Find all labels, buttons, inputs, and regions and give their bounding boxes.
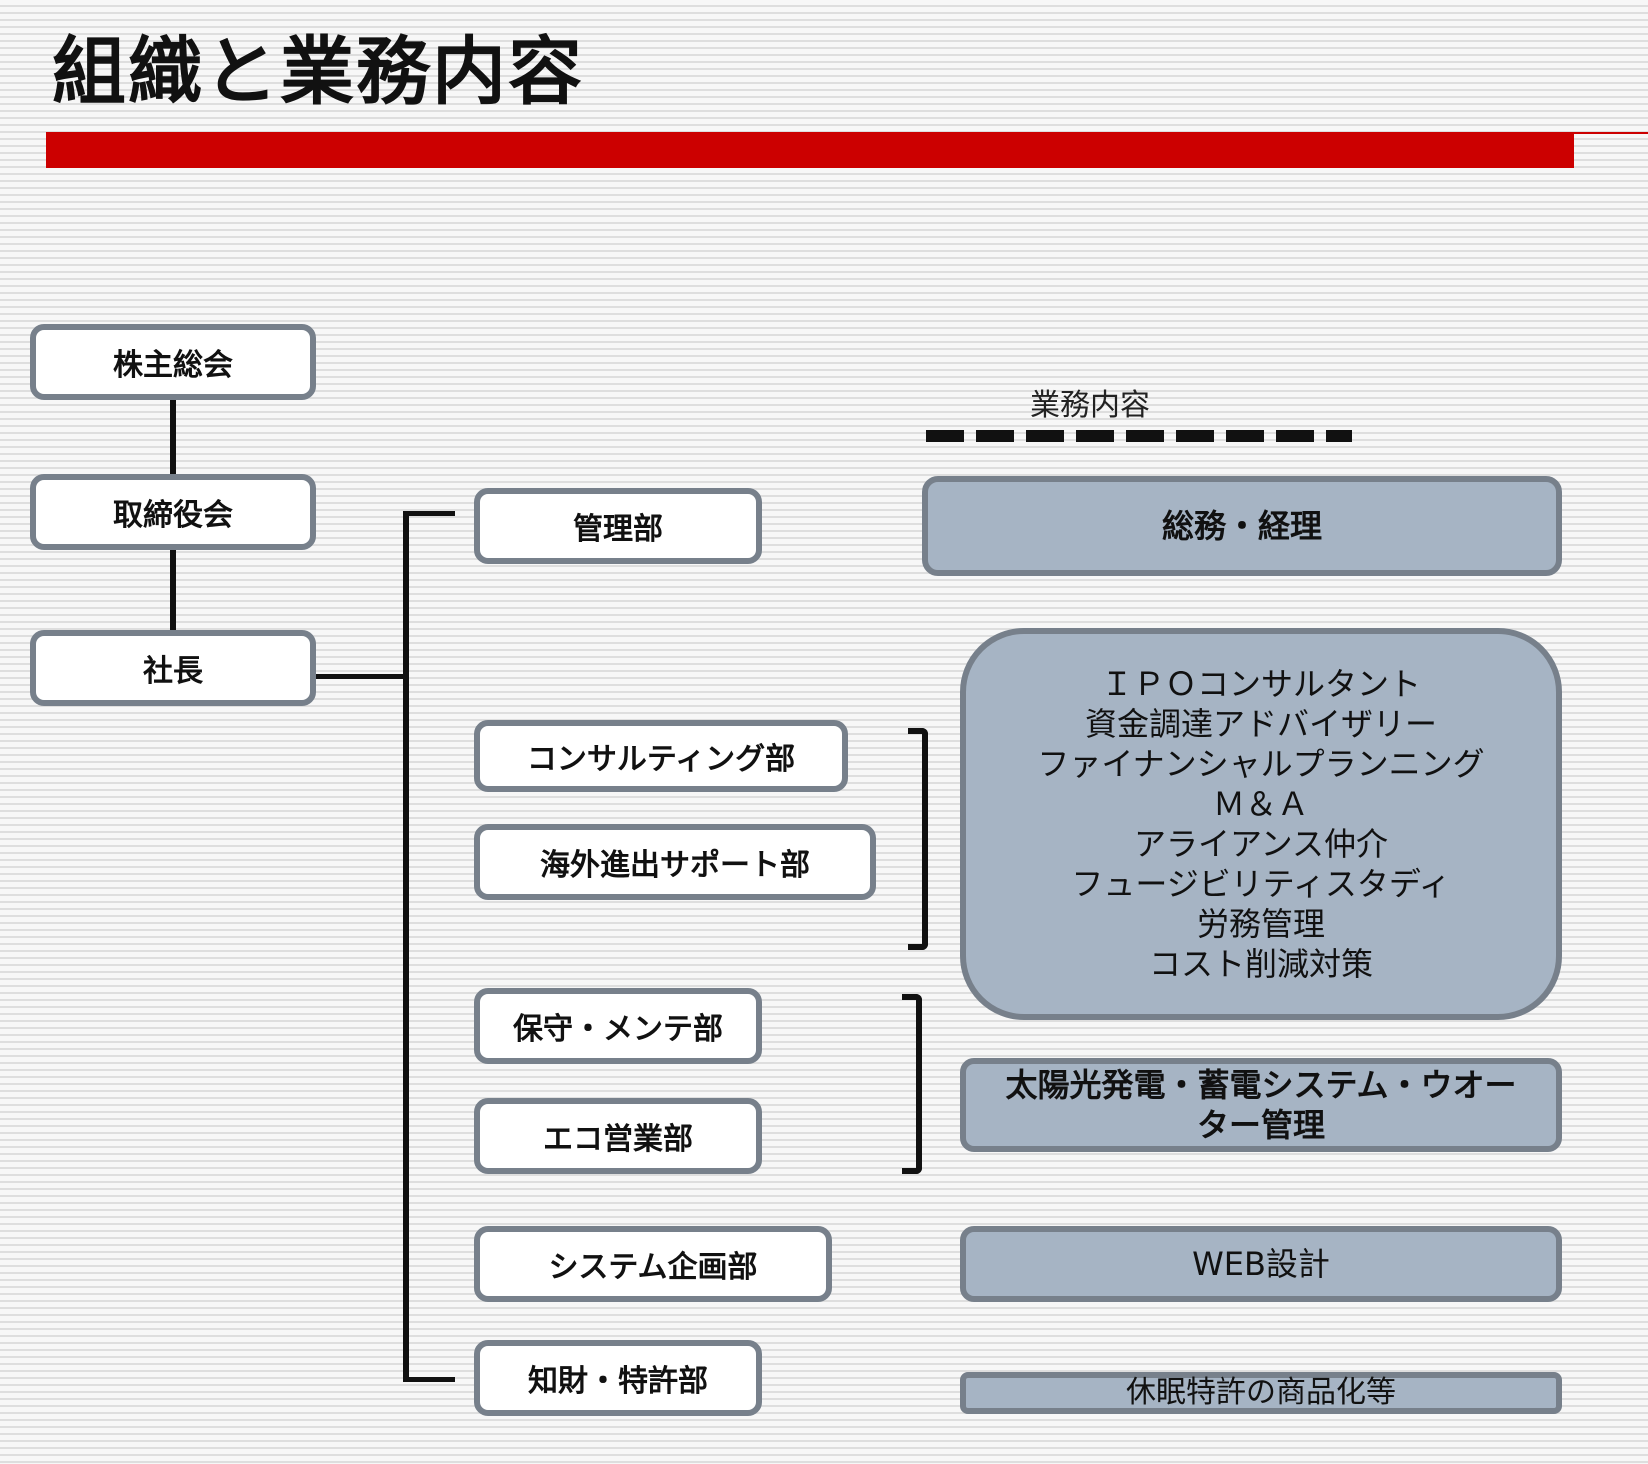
connector-trunk-vertical — [403, 511, 409, 1382]
duty-eco-box: 太陽光発電・蓄電システム・ウオー ター管理 — [960, 1058, 1562, 1152]
connector-shareholders-board — [170, 400, 176, 474]
connector-president-trunk — [316, 674, 406, 679]
dept-overseas-box: 海外進出サポート部 — [474, 824, 876, 900]
bracket-eco-group — [902, 994, 922, 1174]
title-underline-bar — [46, 132, 1574, 168]
dept-admin-box: 管理部 — [474, 488, 762, 564]
duty-system-box: WEB設計 — [960, 1226, 1562, 1302]
connector-trunk-top — [403, 511, 455, 516]
connector-board-president — [170, 550, 176, 630]
connector-trunk-bottom — [403, 1377, 455, 1382]
dept-consulting-box: コンサルティング部 — [474, 720, 848, 792]
dept-system-planning-box: システム企画部 — [474, 1226, 832, 1302]
duty-ip-box: 休眠特許の商品化等 — [960, 1372, 1562, 1414]
board-of-directors-box: 取締役会 — [30, 474, 316, 550]
page-title: 組織と業務内容 — [52, 29, 584, 115]
dept-eco-sales-box: エコ営業部 — [474, 1098, 762, 1174]
duty-admin-box: 総務・経理 — [922, 476, 1562, 576]
dept-ip-box: 知財・特許部 — [474, 1340, 762, 1416]
president-box: 社長 — [30, 630, 316, 706]
title-underline-tail — [1574, 132, 1648, 134]
dept-maintenance-box: 保守・メンテ部 — [474, 988, 762, 1064]
shareholders-meeting-box: 株主総会 — [30, 324, 316, 400]
duties-header-dashed-line — [926, 430, 1352, 442]
duty-consulting-box: ＩＰＯコンサルタント 資金調達アドバイザリー ファイナンシャルプランニング Ｍ＆… — [960, 628, 1562, 1020]
bracket-consulting-group — [908, 728, 928, 950]
duties-header-label: 業務内容 — [1030, 388, 1150, 423]
